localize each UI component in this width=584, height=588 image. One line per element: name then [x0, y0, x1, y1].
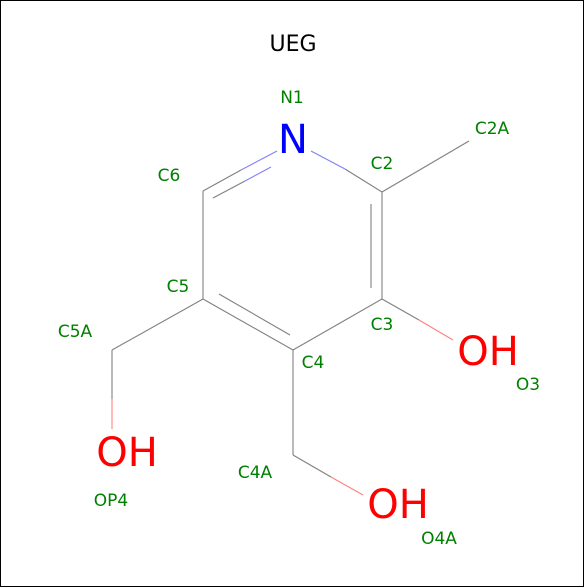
- bond-c4a-o4a-red: [330, 476, 364, 496]
- bond-c6-n1-inner-gray: [212, 180, 246, 199]
- atom-label-op4: OP4: [94, 491, 128, 511]
- atom-label-o4a: O4A: [421, 529, 457, 549]
- atom-label-n1: N1: [280, 88, 304, 108]
- atom-op4-symbol: OH: [96, 430, 158, 476]
- atom-label-c6: C6: [158, 166, 181, 186]
- bond-n1-c2-blue: [310, 150, 346, 170]
- atom-label-c3: C3: [371, 315, 394, 335]
- bond-c3-o3-red: [418, 319, 454, 341]
- atom-label-c4a: C4A: [238, 463, 273, 483]
- bond-c2-c2a: [381, 140, 470, 193]
- bond-c4a-o4a-gray: [292, 454, 332, 478]
- bond-n1-c2-gray: [344, 168, 383, 193]
- bond-c3-o3-gray: [381, 298, 420, 321]
- atom-label-c2a: C2A: [475, 119, 510, 139]
- molecule-title: UEG: [269, 32, 316, 57]
- atom-label-c5: C5: [167, 277, 190, 297]
- bond-c6-n1-inner-blue: [244, 166, 272, 182]
- bonds: [111, 140, 470, 496]
- bond-c4-c5: [202, 298, 294, 351]
- atom-label-c2: C2: [371, 154, 394, 174]
- bond-c4-c5-inner: [218, 293, 291, 336]
- atom-label-o3: O3: [516, 375, 540, 395]
- atom-n1-symbol: N: [278, 117, 308, 163]
- atom-label-c5a: C5A: [58, 322, 93, 342]
- atom-label-c4: C4: [302, 353, 325, 373]
- bond-c3-c4: [292, 298, 383, 351]
- bond-c5-c5a: [111, 298, 204, 351]
- atom-o4a-symbol: OH: [367, 482, 429, 528]
- atom-o3-symbol: OH: [457, 329, 519, 375]
- bond-c6-n1-blue: [240, 150, 278, 171]
- bond-c6-n1-gray: [202, 169, 242, 192]
